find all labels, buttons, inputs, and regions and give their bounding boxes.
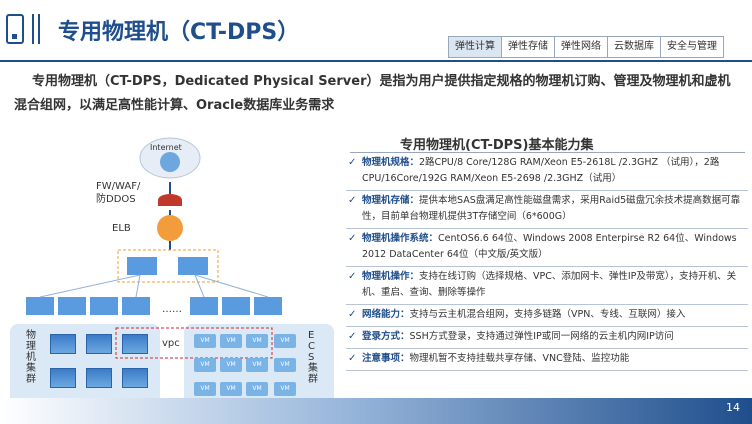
physical-server-icon [50, 368, 76, 388]
connector [194, 274, 269, 298]
capability-name: 登录方式： [362, 331, 410, 342]
capability-item: 物理机存储：提供本地SAS盘满足高性能磁盘需求，采用Raid5磁盘冗余技术提高数… [346, 191, 748, 229]
capabilities-list: 物理机规格：2路CPU/8 Core/128G RAM/Xeon E5-2618… [346, 153, 748, 371]
slide-logo-icon [6, 14, 24, 44]
core-switch-group [117, 249, 219, 283]
intro-text: 专用物理机（CT-DPS，Dedicated Physical Server）是… [14, 74, 731, 113]
vm-icon: VM [246, 334, 268, 348]
switch-icon [127, 257, 157, 275]
vm-icon: VM [274, 334, 296, 348]
vm-icon: VM [220, 358, 242, 372]
capabilities-title: 专用物理机(CT-DPS)基本能力集 [400, 138, 594, 153]
tab-elastic-storage[interactable]: 弹性存储 [501, 37, 554, 57]
capability-text: 提供本地SAS盘满足高性能磁盘需求，采用Raid5磁盘冗余技术提高数据可靠性，目… [362, 195, 741, 222]
tab-elastic-compute[interactable]: 弹性计算 [449, 37, 501, 57]
page-title: 专用物理机（CT-DPS） [58, 20, 300, 45]
connector [194, 274, 205, 298]
capability-text: 物理机暂不支持挂载共享存储、VNC登陆、监控功能 [409, 353, 630, 364]
internet-cloud-icon [139, 137, 201, 179]
ecs-cluster-label: E C S 集 群 [308, 330, 318, 385]
vm-icon: VM [220, 382, 242, 396]
capability-text: 支持与云主机混合组网，支持多链路（VPN、专线、互联网）接入 [409, 309, 686, 320]
elb-label: ELB [112, 223, 131, 234]
capability-name: 物理机操作系统： [362, 233, 439, 244]
vm-icon: VM [246, 358, 268, 372]
tab-security-management[interactable]: 安全与管理 [660, 37, 723, 57]
capability-name: 物理机操作： [362, 271, 420, 282]
switch-icon [190, 297, 218, 315]
vm-icon: VM [274, 382, 296, 396]
capability-name: 物理机规格： [362, 157, 420, 168]
vm-icon: VM [246, 382, 268, 396]
vm-icon: VM [194, 382, 216, 396]
capability-name: 注意事项： [362, 353, 410, 364]
slide-footer [0, 398, 752, 424]
capability-item: 注意事项：物理机暂不支持挂载共享存储、VNC登陆、监控功能 [346, 349, 748, 371]
vm-icon: VM [194, 358, 216, 372]
capability-item: 登录方式：SSH方式登录，支持通过弹性IP或同一网络的云主机内网IP访问 [346, 327, 748, 349]
switch-icon [26, 297, 54, 315]
ellipsis-label: …… [162, 304, 182, 315]
elb-icon [157, 215, 183, 241]
physical-server-icon [122, 368, 148, 388]
vpc-label: vpc [162, 338, 180, 349]
connector [39, 274, 141, 298]
page-number: 14 [726, 401, 740, 414]
tab-cloud-database[interactable]: 云数据库 [607, 37, 660, 57]
physical-cluster-label: 物 理 机 集 群 [26, 330, 36, 385]
switch-icon [178, 257, 208, 275]
vm-icon: VM [274, 358, 296, 372]
logo-divider [38, 14, 40, 44]
capability-name: 物理机存储： [362, 195, 420, 206]
physical-server-icon [86, 368, 112, 388]
switch-icon [58, 297, 86, 315]
capability-item: 物理机操作系统：CentOS6.6 64位、Windows 2008 Enter… [346, 229, 748, 267]
capability-text: 2路CPU/8 Core/128G RAM/Xeon E5-2618L /2.3… [362, 157, 720, 184]
capability-item: 物理机操作：支持在线订购（选择规格、VPC、添加网卡、弹性IP及带宽），支持开机… [346, 267, 748, 305]
capability-name: 网络能力： [362, 309, 410, 320]
capability-text: 支持在线订购（选择规格、VPC、添加网卡、弹性IP及带宽），支持开机、关机、重启… [362, 271, 737, 298]
switch-icon [254, 297, 282, 315]
vm-icon: VM [220, 334, 242, 348]
tab-elastic-network[interactable]: 弹性网络 [554, 37, 607, 57]
switch-icon [122, 297, 150, 315]
physical-server-icon [86, 334, 112, 354]
header-divider [0, 60, 752, 62]
vm-icon: VM [194, 334, 216, 348]
capability-item: 物理机规格：2路CPU/8 Core/128G RAM/Xeon E5-2618… [346, 153, 748, 191]
vpc-boundary [115, 327, 273, 359]
logo-divider [32, 14, 34, 44]
product-tabs: 弹性计算 弹性存储 弹性网络 云数据库 安全与管理 [448, 36, 724, 58]
connector [135, 274, 141, 298]
switch-icon [222, 297, 250, 315]
firewall-icon [158, 194, 182, 206]
capability-text: CentOS6.6 64位、Windows 2008 Enterpirse R2… [362, 233, 737, 260]
switch-icon [90, 297, 118, 315]
physical-server-icon [122, 334, 148, 354]
physical-server-icon [50, 334, 76, 354]
capability-text: SSH方式登录，支持通过弹性IP或同一网络的云主机内网IP访问 [409, 331, 674, 342]
internet-label: Internet [150, 143, 182, 152]
fw-label: FW/WAF/ 防DDOS [96, 181, 141, 205]
capability-item: 网络能力：支持与云主机混合组网，支持多链路（VPN、专线、互联网）接入 [346, 305, 748, 327]
